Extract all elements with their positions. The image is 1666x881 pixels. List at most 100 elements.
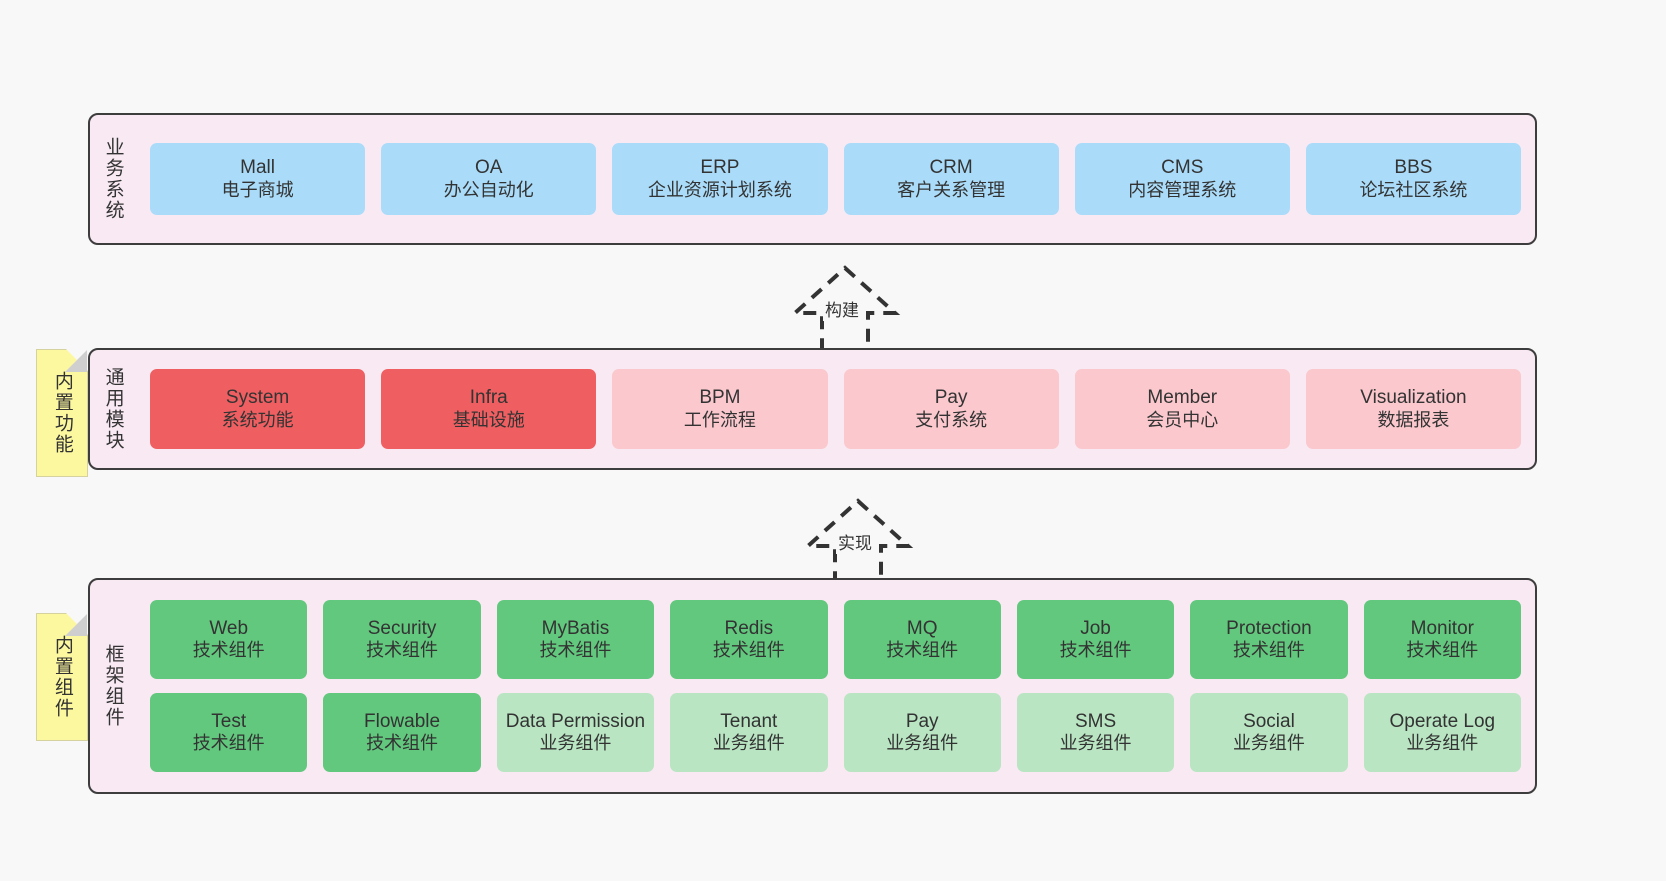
framework-components-row-2: Test 技术组件 Flowable 技术组件 Data Permission …: [150, 693, 1521, 772]
node-pay-component[interactable]: Pay 业务组件: [843, 693, 1001, 772]
node-mybatis[interactable]: MyBatis 技术组件: [496, 600, 655, 679]
node-title-en: Social: [1243, 710, 1295, 732]
layer-body-common-modules: System 系统功能 Infra 基础设施 BPM 工作流程 Pay 支付系统…: [136, 350, 1535, 468]
node-system[interactable]: System 系统功能: [150, 369, 366, 449]
node-flowable[interactable]: Flowable 技术组件: [323, 693, 481, 772]
node-title-cn: 支付系统: [915, 409, 988, 430]
node-title-en: Job: [1080, 617, 1111, 639]
layer-common-modules: 通用模块 System 系统功能 Infra 基础设施 BPM 工作流程 Pay…: [88, 348, 1537, 470]
node-title-en: Protection: [1226, 617, 1312, 639]
node-title-en: Mall: [240, 157, 275, 179]
node-security[interactable]: Security 技术组件: [323, 600, 481, 679]
node-title-en: Security: [367, 617, 437, 639]
node-bbs[interactable]: BBS 论坛社区系统: [1305, 143, 1522, 215]
node-title-en: MQ: [906, 617, 938, 639]
node-web[interactable]: Web 技术组件: [150, 600, 308, 679]
node-title-en: System: [225, 387, 290, 409]
node-title-cn: 业务组件: [1232, 733, 1305, 754]
node-title-cn: 技术组件: [366, 733, 439, 754]
node-title-en: Web: [209, 617, 249, 639]
node-title-cn: 技术组件: [1059, 640, 1132, 661]
note-builtin-features: 内置功能: [36, 349, 88, 477]
connector-build-arrow: 构建: [745, 258, 945, 354]
node-title-cn: 电子商城: [221, 179, 294, 200]
node-title-cn: 技术组件: [1406, 640, 1479, 661]
connector-label-realize: 实现: [836, 529, 874, 554]
node-title-cn: 客户关系管理: [897, 179, 1006, 200]
node-test[interactable]: Test 技术组件: [150, 693, 308, 772]
node-title-cn: 技术组件: [1232, 640, 1305, 661]
node-monitor[interactable]: Monitor 技术组件: [1363, 600, 1521, 679]
note-builtin-components: 内置组件: [36, 613, 88, 741]
node-protection[interactable]: Protection 技术组件: [1190, 600, 1348, 679]
node-title-en: CMS: [1161, 157, 1204, 179]
node-title-en: Member: [1147, 387, 1218, 409]
node-title-cn: 技术组件: [366, 640, 439, 661]
node-title-en: Visualization: [1360, 387, 1467, 409]
note-builtin-features-label: 内置功能: [51, 371, 73, 455]
node-title-en: Operate Log: [1389, 710, 1496, 732]
node-title-cn: 业务组件: [712, 733, 785, 754]
layer-framework-components: 框架组件 Web 技术组件 Security 技术组件 MyBatis 技术组件…: [88, 578, 1537, 794]
node-infra[interactable]: Infra 基础设施: [381, 369, 597, 449]
node-bpm[interactable]: BPM 工作流程: [612, 369, 828, 449]
node-title-cn: 业务组件: [886, 733, 959, 754]
connector-realize-arrow: 实现: [758, 491, 958, 587]
framework-components-row-1: Web 技术组件 Security 技术组件 MyBatis 技术组件 Redi…: [150, 600, 1521, 679]
node-title-cn: 会员中心: [1146, 409, 1219, 430]
layer-title-common-modules: 通用模块: [102, 367, 124, 451]
node-title-cn: 办公自动化: [443, 179, 534, 200]
node-operate-log[interactable]: Operate Log 业务组件: [1363, 693, 1521, 772]
node-cms[interactable]: CMS 内容管理系统: [1074, 143, 1290, 215]
node-oa[interactable]: OA 办公自动化: [381, 143, 597, 215]
node-title-en: Data Permission: [505, 710, 646, 732]
node-pay-module[interactable]: Pay 支付系统: [843, 369, 1059, 449]
node-title-cn: 内容管理系统: [1128, 179, 1237, 200]
node-title-cn: 技术组件: [886, 640, 959, 661]
node-title-cn: 工作流程: [683, 409, 756, 430]
node-title-en: MyBatis: [541, 617, 610, 639]
node-title-en: Test: [211, 710, 247, 732]
business-systems-row: Mall 电子商城 OA 办公自动化 ERP 企业资源计划系统 CRM 客户关系…: [150, 143, 1522, 215]
node-title-en: Flowable: [364, 710, 441, 732]
node-title-cn: 技术组件: [712, 640, 785, 661]
node-title-cn: 数据报表: [1377, 409, 1450, 430]
node-social[interactable]: Social 业务组件: [1190, 693, 1348, 772]
node-sms[interactable]: SMS 业务组件: [1016, 693, 1175, 772]
note-builtin-components-label: 内置组件: [51, 635, 73, 719]
node-title-en: CRM: [929, 157, 973, 179]
node-title-cn: 技术组件: [192, 733, 265, 754]
node-title-en: Monitor: [1410, 617, 1474, 639]
node-title-cn: 技术组件: [539, 640, 612, 661]
node-job[interactable]: Job 技术组件: [1016, 600, 1175, 679]
node-title-cn: 业务组件: [539, 733, 612, 754]
node-title-cn: 业务组件: [1406, 733, 1479, 754]
node-title-en: OA: [475, 157, 503, 179]
node-title-en: Tenant: [720, 710, 778, 732]
node-title-cn: 论坛社区系统: [1359, 179, 1468, 200]
node-crm[interactable]: CRM 客户关系管理: [843, 143, 1059, 215]
node-title-en: SMS: [1074, 710, 1117, 732]
node-title-cn: 技术组件: [192, 640, 265, 661]
node-data-permission[interactable]: Data Permission 业务组件: [496, 693, 655, 772]
layer-body-business-systems: Mall 电子商城 OA 办公自动化 ERP 企业资源计划系统 CRM 客户关系…: [136, 115, 1535, 243]
node-member[interactable]: Member 会员中心: [1074, 369, 1290, 449]
node-redis[interactable]: Redis 技术组件: [670, 600, 828, 679]
node-title-cn: 企业资源计划系统: [647, 179, 792, 200]
node-title-cn: 基础设施: [452, 409, 525, 430]
connector-label-build: 构建: [823, 296, 861, 321]
node-visualization[interactable]: Visualization 数据报表: [1305, 369, 1522, 449]
node-mall[interactable]: Mall 电子商城: [150, 143, 366, 215]
node-erp[interactable]: ERP 企业资源计划系统: [612, 143, 828, 215]
layer-body-framework-components: Web 技术组件 Security 技术组件 MyBatis 技术组件 Redi…: [136, 580, 1535, 792]
node-title-en: Infra: [469, 387, 508, 409]
node-title-cn: 业务组件: [1059, 733, 1132, 754]
node-mq[interactable]: MQ 技术组件: [843, 600, 1001, 679]
node-title-cn: 系统功能: [221, 409, 294, 430]
node-title-en: Redis: [724, 617, 774, 639]
layer-title-framework-components: 框架组件: [102, 644, 124, 728]
node-title-en: ERP: [700, 157, 740, 179]
node-tenant[interactable]: Tenant 业务组件: [670, 693, 828, 772]
node-title-en: Pay: [905, 710, 939, 732]
